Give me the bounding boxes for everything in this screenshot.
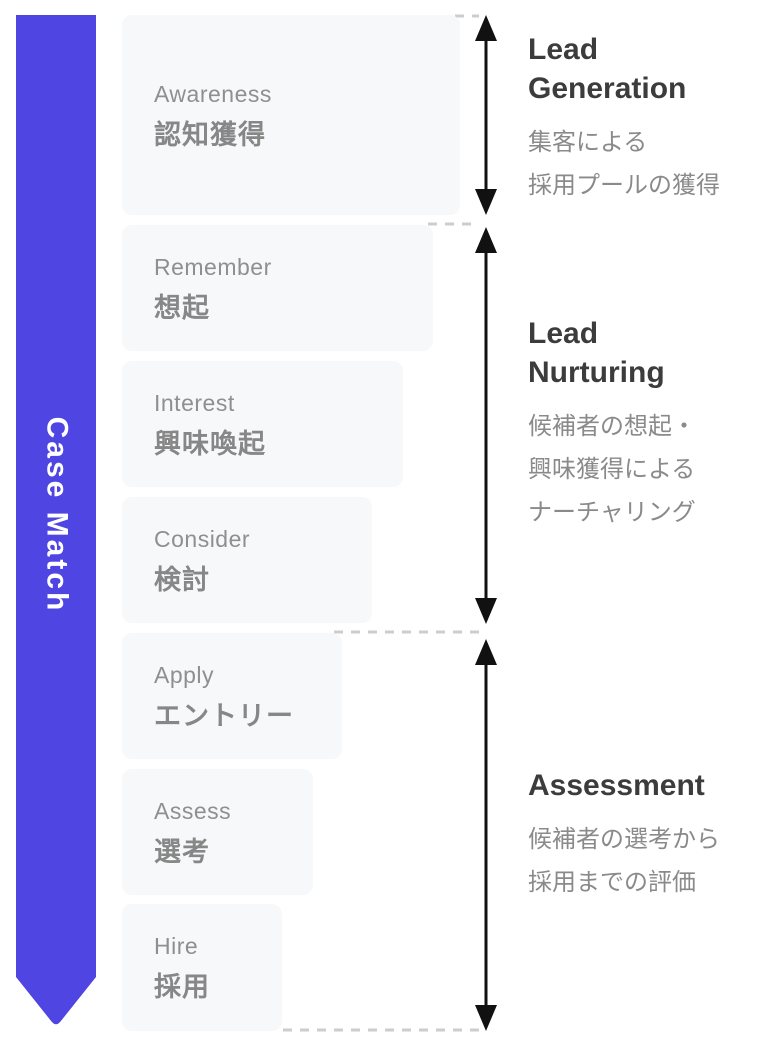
phase-title-line: Nurturing [528,356,665,389]
ribbon-label: Case Match [40,416,74,614]
arrow-down-head-icon [475,189,497,215]
phase-description-line: 候補者の選考から [528,826,720,853]
phase-range-arrow-lead-generation [475,15,497,215]
phase-title-line: Lead [528,317,599,350]
phase-section-assessment: Assessment 候補者の選考から 採用までの評価 [528,766,780,904]
phase-description-line: 興味獲得による [528,456,696,483]
stage-name-ja: 選考 [154,836,210,867]
phase-title-line: Lead [528,33,599,66]
phase-description-line: 採用までの評価 [528,869,696,896]
phase-title: Assessment [528,766,780,805]
funnel-stage-awareness: Awareness 認知獲得 [122,15,460,215]
stage-name-ja: 想起 [154,292,210,323]
phase-description: 候補者の選考から 採用までの評価 [528,818,780,904]
funnel-stage-interest: Interest 興味喚起 [122,361,403,487]
case-match-ribbon-shape [16,15,96,1025]
stage-name-en: Apply [154,661,215,688]
phase-title: Lead Generation [528,30,780,108]
phase-title-line: Generation [528,72,687,105]
stage-name-en: Remember [154,253,272,280]
funnel-stage-consider: Consider 検討 [122,497,372,623]
case-match-ribbon: Case Match [16,15,96,1015]
phase-description-line: 集客による [528,129,648,156]
phase-description: 集客による 採用プールの獲得 [528,121,780,207]
phase-range-arrow-lead-nurturing [475,227,497,624]
funnel-stage-apply: Apply エントリー [122,633,342,759]
phase-section-lead-nurturing: Lead Nurturing 候補者の想起・ 興味獲得による ナーチャリング [528,314,780,534]
stage-name-en: Assess [154,797,232,824]
stage-name-ja: 興味喚起 [154,428,266,459]
phase-title-line: Assessment [528,769,705,802]
funnel-stage-hire: Hire 採用 [122,904,282,1031]
arrow-down-head-icon [475,598,497,624]
stage-name-ja: 認知獲得 [154,119,266,150]
stage-name-ja: 検討 [154,564,210,595]
funnel-stage-assess: Assess 選考 [122,769,313,895]
stage-name-ja: エントリー [154,700,294,731]
phase-description-line: 候補者の想起・ [528,413,696,440]
stage-name-ja: 採用 [154,972,210,1002]
phase-section-lead-generation: Lead Generation 集客による 採用プールの獲得 [528,30,780,207]
phase-range-arrow-assessment [475,639,497,1031]
stage-name-en: Awareness [154,80,272,107]
phase-description-line: ナーチャリング [528,499,696,526]
arrow-up-head-icon [475,227,497,253]
phase-description-line: 採用プールの獲得 [528,172,720,199]
arrow-up-head-icon [475,15,497,41]
funnel-stage-remember: Remember 想起 [122,225,433,351]
arrow-up-head-icon [475,639,497,665]
phase-title: Lead Nurturing [528,314,780,392]
stage-name-en: Consider [154,525,251,552]
stage-name-en: Interest [154,389,235,416]
arrow-down-head-icon [475,1005,497,1031]
phase-description: 候補者の想起・ 興味獲得による ナーチャリング [528,405,780,534]
stage-name-en: Hire [154,933,199,959]
